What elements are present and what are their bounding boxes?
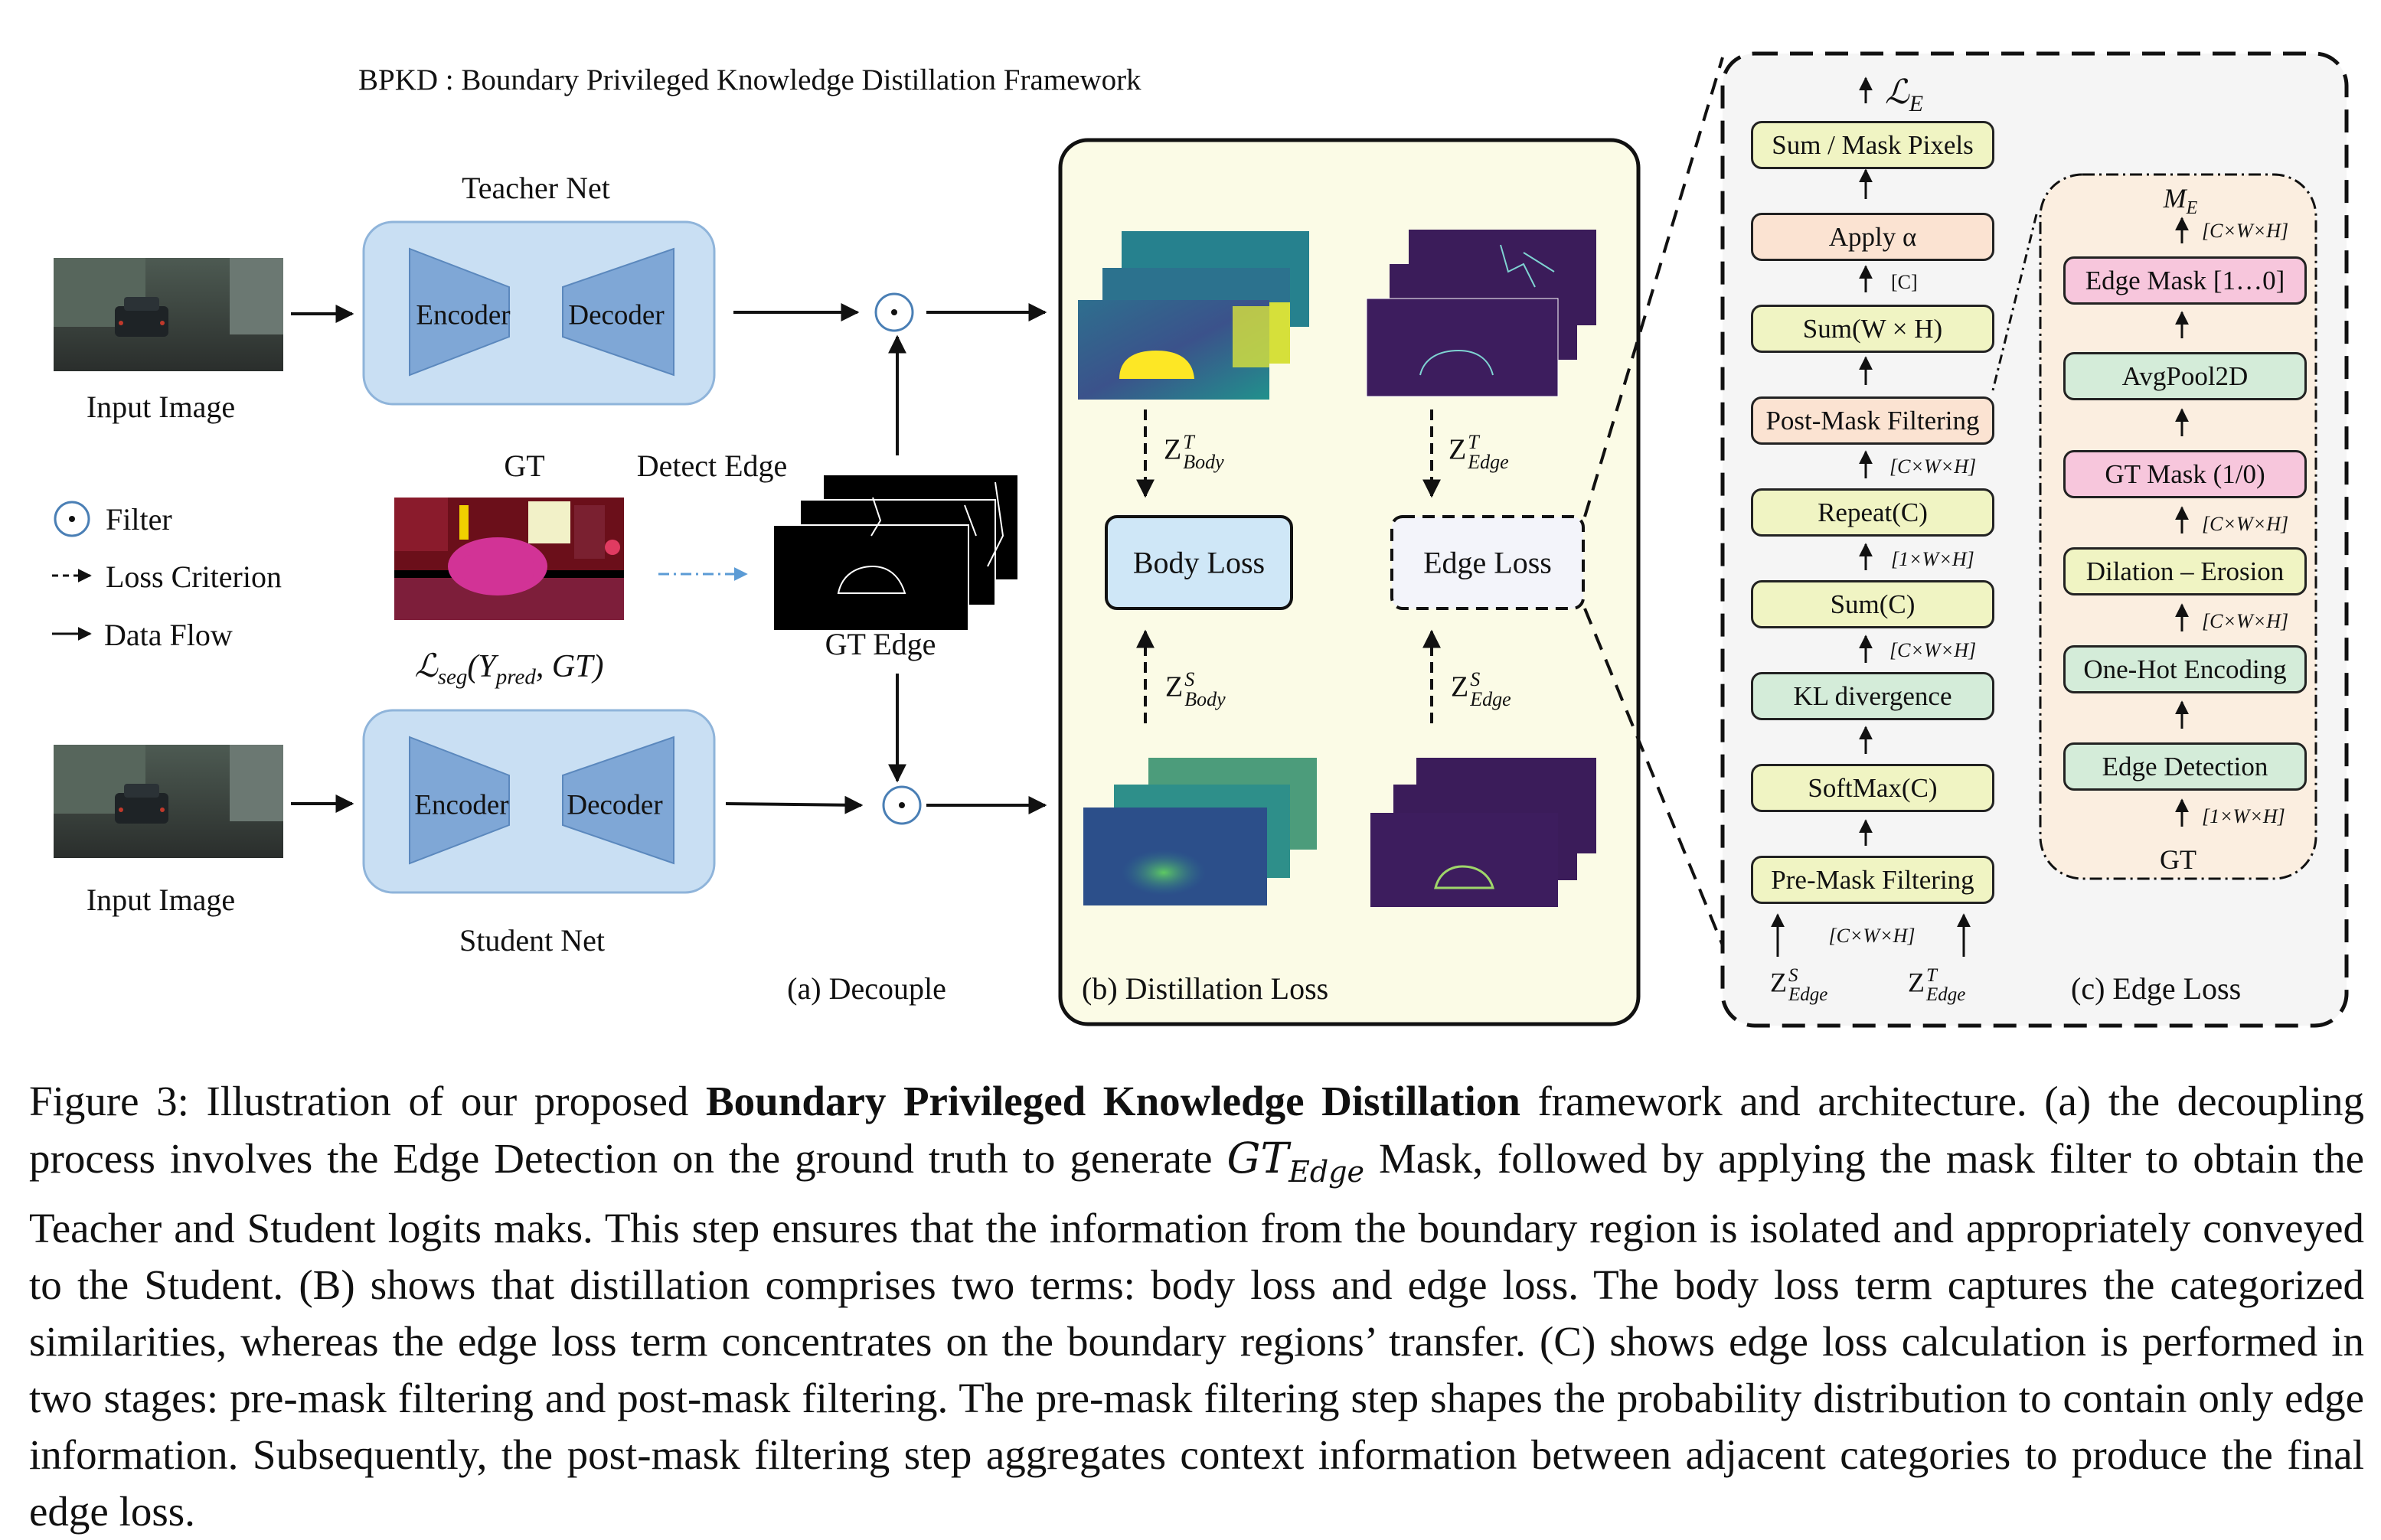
dim-cwh-label-5: [C×W×H] [2202, 610, 2289, 632]
decouple-panel-label: (a) Decouple [787, 971, 946, 1006]
input-image-label-student: Input Image [86, 883, 236, 917]
repeat-c-box: Repeat(C) [1751, 488, 1994, 537]
input-image-label-teacher: Input Image [86, 390, 236, 424]
pre-mask-filtering-box: Pre-Mask Filtering [1751, 856, 1994, 904]
teacher-decoder-label: Decoder [568, 299, 665, 331]
student-body-logits [1083, 758, 1317, 905]
figure-title: BPKD : Boundary Privileged Knowledge Dis… [358, 64, 1142, 96]
avgpool2d-box: AvgPool2D [2063, 352, 2307, 400]
teacher-body-logits [1078, 231, 1309, 400]
softmax-c-box: SoftMax(C) [1751, 764, 1994, 812]
gt-edge-image-stack [772, 474, 1019, 631]
sum-mask-pixels-box: Sum / Mask Pixels [1751, 121, 1994, 169]
me-output-label: ME [2163, 183, 2198, 219]
apply-alpha-box: Apply α [1751, 213, 1994, 261]
student-edge-logits [1370, 758, 1596, 907]
dim-cwh-label-4: [C×W×H] [2202, 513, 2289, 535]
diagram-graphics [52, 51, 2349, 1028]
legend-graphics [52, 501, 92, 641]
sum-wh-box: Sum(W × H) [1751, 305, 1994, 353]
filter-node-student [882, 785, 922, 825]
le-output-label: ℒE [1885, 73, 1924, 116]
edge-mask-box: Edge Mask [1…0] [2063, 256, 2307, 305]
student-net-label: Student Net [459, 923, 605, 958]
edge-detection-box: Edge Detection [2063, 742, 2307, 791]
edge-loss-label: Edge Loss [1423, 545, 1552, 580]
left-column-arrows [1771, 77, 1971, 957]
student-decoder-shape [562, 736, 674, 865]
sum-c-box: Sum(C) [1751, 580, 1994, 628]
gt-mask-box: GT Mask (1/0) [2063, 450, 2307, 498]
me-dim-label: [C×W×H] [2202, 220, 2289, 242]
figure-canvas: BPKD : Boundary Privileged Knowledge Dis… [52, 51, 2349, 1028]
legend-loss-criterion-label: Loss Criterion [106, 560, 282, 594]
legend-data-flow-label: Data Flow [104, 618, 233, 652]
student-encoder-label: Encoder [414, 789, 509, 821]
mask-generation-group [2039, 173, 2317, 880]
figure-caption: Figure 3: Illustration of our proposed B… [29, 1078, 2364, 1535]
input-image-student [54, 745, 283, 858]
dim-cwh-label-1: [C×W×H] [1889, 455, 1977, 478]
body-loss-label: Body Loss [1132, 545, 1266, 580]
dim-1wh-label-1: [1×W×H] [1891, 548, 1974, 570]
gt-edge-label: GT Edge [825, 627, 936, 661]
input-image-teacher [54, 258, 283, 371]
gt-label: GT [504, 449, 545, 483]
dim-c-label: [C] [1891, 271, 1918, 293]
student-decoder-label: Decoder [567, 789, 663, 821]
detect-edge-label: Detect Edge [636, 449, 788, 483]
one-hot-encoding-box: One-Hot Encoding [2063, 645, 2307, 693]
edge-loss-panel-label: (c) Edge Loss [2071, 971, 2242, 1006]
legend-filter-label: Filter [106, 502, 172, 537]
dim-cwh-label-3: [C×W×H] [1828, 925, 1916, 947]
dilation-erosion-box: Dilation – Erosion [2063, 547, 2307, 595]
student-encoder-shape [409, 736, 510, 865]
teacher-encoder-label: Encoder [416, 299, 511, 331]
dim-cwh-label-2: [C×W×H] [1889, 639, 1977, 661]
kl-divergence-box: KL divergence [1751, 672, 1994, 720]
post-mask-filtering-box: Post-Mask Filtering [1751, 396, 1994, 445]
body-loss-box [1105, 515, 1293, 610]
dim-1wh-label-2: [1×W×H] [2202, 805, 2285, 827]
edge-loss-box [1390, 515, 1585, 610]
gt-segmentation-image [394, 498, 624, 620]
segmentation-loss-label: ℒseg(Ypred, GT) [414, 649, 604, 690]
teacher-decoder-shape [562, 247, 674, 377]
filter-node-teacher [874, 292, 914, 332]
teacher-encoder-shape [409, 247, 510, 377]
gt-input-label: GT [2160, 844, 2196, 875]
teacher-edge-logits [1366, 230, 1596, 397]
distillation-panel-label: (b) Distillation Loss [1082, 971, 1329, 1006]
teacher-net-label: Teacher Net [462, 171, 610, 205]
